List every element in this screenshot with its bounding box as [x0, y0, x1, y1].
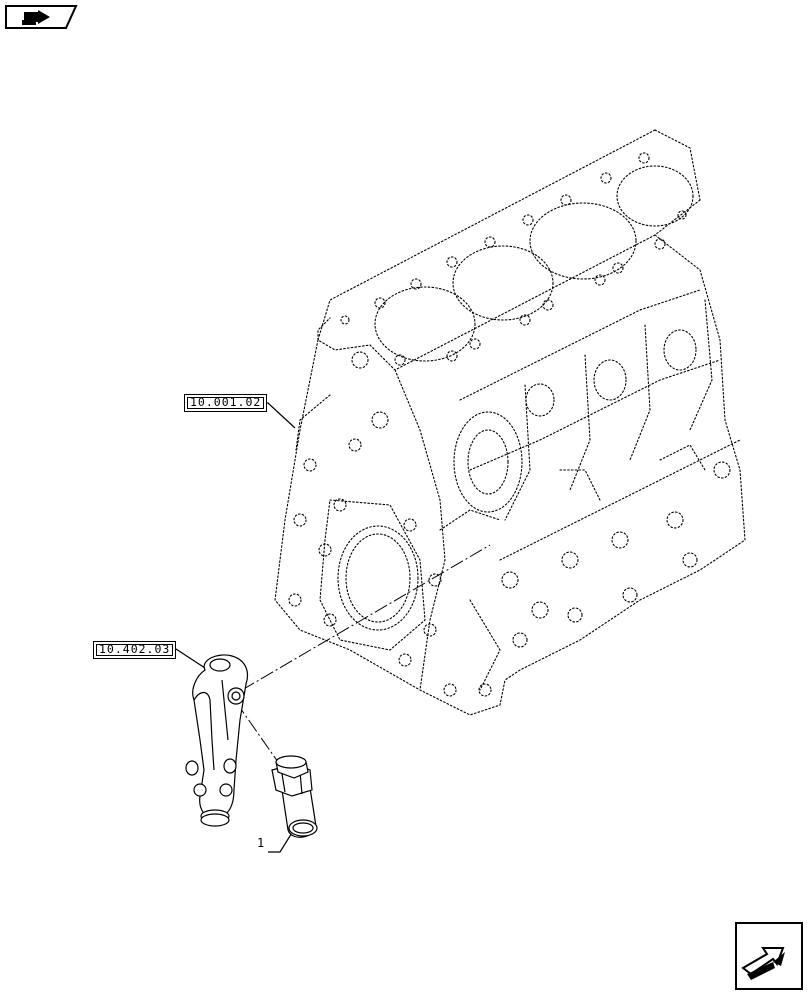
- cylinder-bore-4: [616, 165, 694, 227]
- front-seal-housing: [337, 525, 419, 631]
- ref-label-10-402-03[interactable]: 10.402.03: [93, 641, 177, 659]
- cylinder-bore-3: [529, 202, 637, 280]
- next-page-button[interactable]: [735, 922, 803, 990]
- block-front-face: [274, 339, 506, 716]
- item-number-label: 1: [257, 836, 265, 850]
- block-top-deck: [317, 129, 701, 371]
- block-side-face: [504, 234, 746, 681]
- ref-label-10-001-02[interactable]: 10.001.02: [184, 394, 268, 412]
- next-page-arrow-icon: [741, 947, 785, 980]
- cylinder-bore-1: [374, 286, 476, 362]
- pencil-navigation-icon[interactable]: [4, 4, 78, 30]
- water-pipe-assembly: [185, 654, 249, 827]
- deck-bolt-holes: [340, 152, 687, 366]
- connector-fitting: [271, 755, 318, 838]
- centerline-pipe-to-block: [241, 544, 491, 691]
- cylinder-bore-2: [452, 245, 554, 321]
